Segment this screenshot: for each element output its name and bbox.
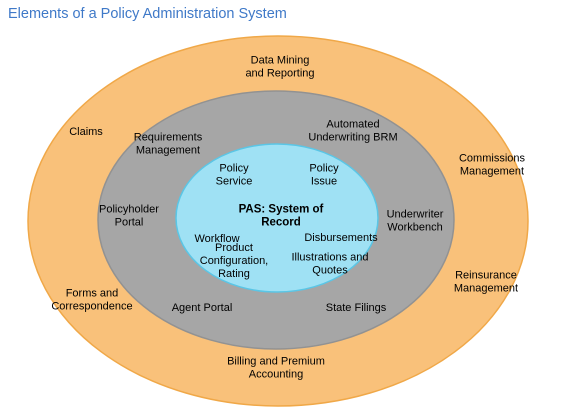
label-line: Portal xyxy=(115,216,144,228)
label-line: Correspondence xyxy=(51,300,132,312)
label-line: PAS: System of xyxy=(239,204,324,216)
label-state-filings: State Filings xyxy=(326,302,387,314)
label-line: Service xyxy=(216,175,253,187)
label-line: Underwriter xyxy=(387,208,444,220)
label-line: Record xyxy=(261,217,301,229)
label-line: Reinsurance xyxy=(455,269,517,281)
label-line: Policy xyxy=(309,162,339,174)
label-line: Quotes xyxy=(312,264,348,276)
label-line: Claims xyxy=(69,126,103,138)
label-line: State Filings xyxy=(326,302,387,314)
label-line: Policyholder xyxy=(99,203,159,215)
label-line: Disbursements xyxy=(304,232,378,244)
label-line: Management xyxy=(454,282,518,294)
label-line: Billing and Premium xyxy=(227,355,325,367)
label-line: Forms and xyxy=(66,287,119,299)
label-line: Issue xyxy=(311,175,337,187)
label-line: Policy xyxy=(219,162,249,174)
label-line: Accounting xyxy=(249,368,303,380)
label-line: Agent Portal xyxy=(172,302,233,314)
label-line: Requirements xyxy=(134,131,203,143)
label-line: Workflow xyxy=(194,233,239,245)
label-line: Management xyxy=(136,144,200,156)
diagram-title: Elements of a Policy Administration Syst… xyxy=(8,6,287,22)
core-circle xyxy=(175,143,379,293)
label-line: Management xyxy=(460,165,524,177)
label-line: and Reporting xyxy=(245,67,314,79)
label-line: Workbench xyxy=(387,221,442,233)
label-line: Configuration, xyxy=(200,255,269,267)
label-workflow: Workflow xyxy=(194,233,239,245)
label-line: Illustrations and xyxy=(291,251,368,263)
label-line: Data Mining xyxy=(251,54,310,66)
label-disbursements: Disbursements xyxy=(304,232,378,244)
label-agent-portal: Agent Portal xyxy=(172,302,233,314)
label-line: Product xyxy=(215,242,253,254)
label-line: Underwriting BRM xyxy=(308,131,397,143)
label-line: Commissions xyxy=(459,152,526,164)
label-claims: Claims xyxy=(69,126,103,138)
label-line: Rating xyxy=(218,268,250,280)
label-line: Automated xyxy=(326,118,379,130)
